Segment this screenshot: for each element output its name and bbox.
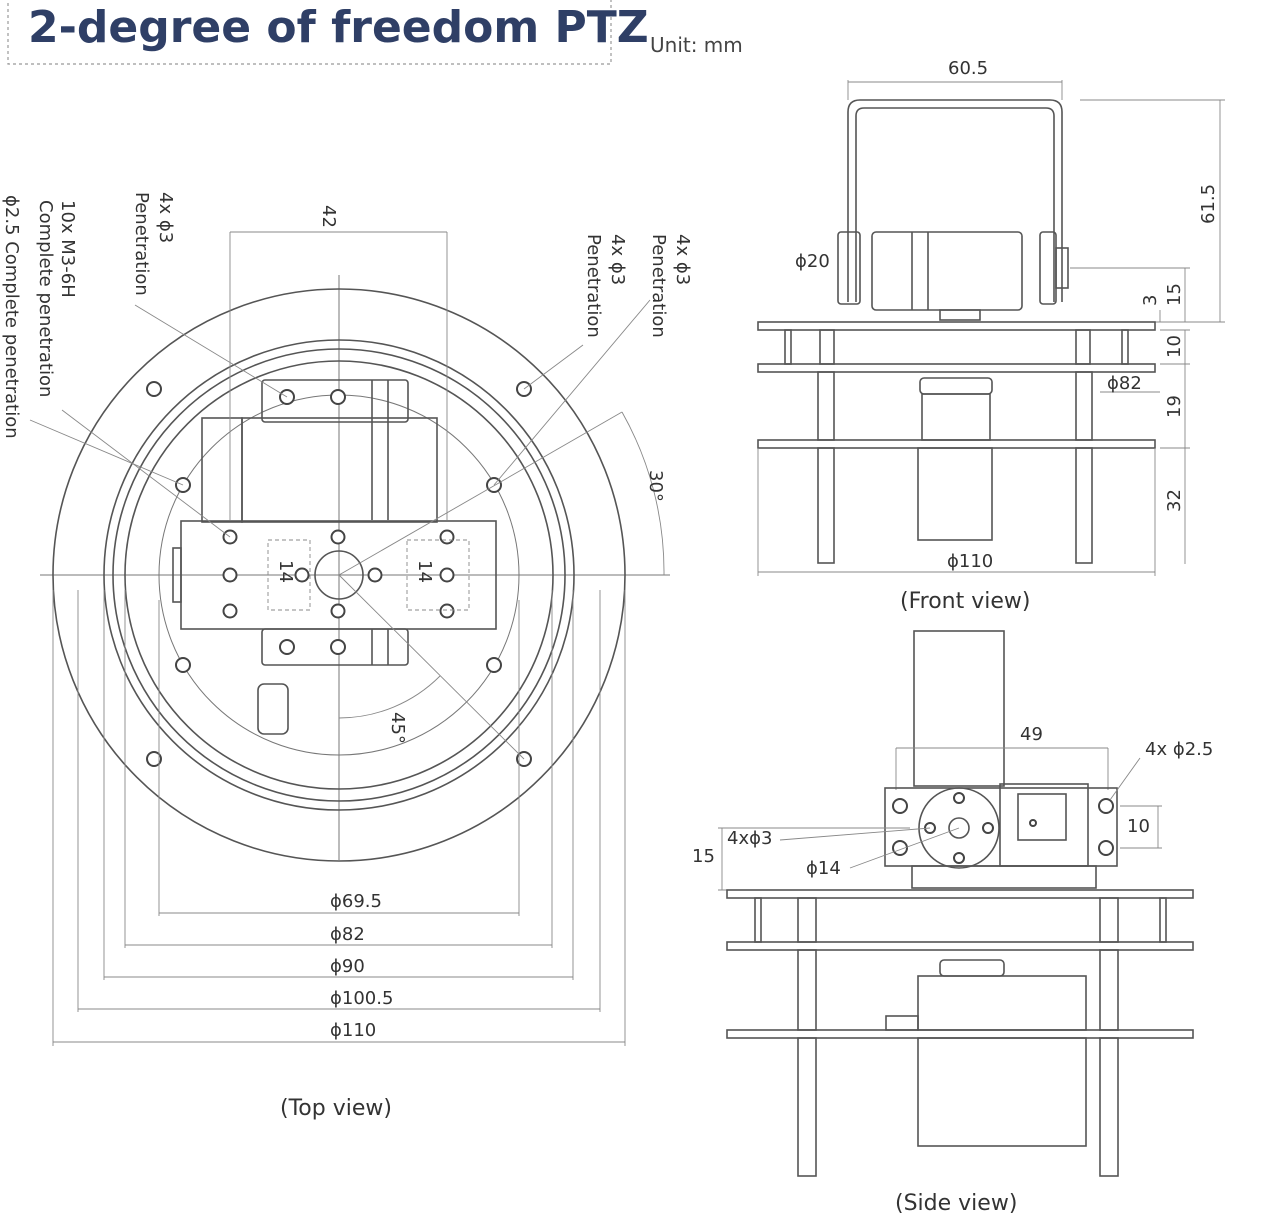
ring-hole	[486, 657, 502, 673]
front-d110: ϕ110	[947, 551, 993, 572]
ring-90	[103, 339, 575, 811]
side-middle-plate	[726, 941, 1194, 951]
plate-hole	[367, 567, 383, 583]
caption-front-view: (Front view)	[900, 589, 1030, 614]
mount-hole	[146, 751, 162, 767]
note-phi2-5: ϕ2.5 Complete penetration	[1, 195, 22, 439]
lower-bracket	[261, 628, 409, 666]
horn-center	[314, 550, 364, 600]
angle-arc-45	[338, 675, 441, 719]
tilt-servo-body	[917, 447, 993, 541]
front-d15: 15	[1164, 283, 1185, 306]
side-d10: 10	[1127, 816, 1150, 837]
note-a5-line2: Penetration	[648, 234, 669, 338]
dia-90: ϕ90	[330, 956, 365, 977]
front-d32: 32	[1164, 489, 1185, 512]
note-a4-line1: 4x ϕ3	[607, 234, 628, 285]
plate-hole	[294, 567, 310, 583]
side-horn	[918, 787, 1000, 869]
upper-bracket	[261, 379, 409, 423]
plate-hole	[439, 567, 455, 583]
side-view: 49 10 4x ϕ2.5 15 4xϕ3 ϕ14	[692, 630, 1213, 1216]
cable-slot	[257, 683, 289, 735]
note-a4-line2: Penetration	[583, 234, 604, 338]
front-d10: 10	[1164, 335, 1185, 358]
unit-label: Unit: mm	[650, 33, 743, 57]
side-tilt-servo-top	[917, 975, 1087, 1031]
dim-14-right: 14	[414, 560, 435, 583]
side-tilt-servo-body	[917, 1037, 1087, 1147]
pan-servo	[871, 231, 1023, 311]
plate-hole	[439, 603, 455, 619]
plate-hole	[222, 603, 238, 619]
angle-45: 45°	[387, 712, 408, 744]
ring-hole	[175, 657, 191, 673]
tilt-servo-top	[921, 393, 991, 441]
note-m3-line2: Complete penetration	[35, 200, 56, 397]
ring-110	[52, 288, 626, 862]
dim-14-left: 14	[275, 560, 296, 583]
caption-top-view: (Top view)	[280, 1096, 392, 1121]
side-bracket-arm	[913, 630, 1005, 787]
dia-69-5: ϕ69.5	[330, 891, 382, 912]
u-bracket	[847, 99, 1063, 302]
dia-82: ϕ82	[330, 924, 365, 945]
bracket-hole	[330, 389, 346, 405]
note-a3-line2: Penetration	[131, 192, 152, 296]
front-d3: 3	[1140, 295, 1161, 306]
ring-82-outer	[112, 348, 566, 802]
bracket-hole	[279, 639, 295, 655]
note-a3-line1: 4x ϕ3	[155, 192, 176, 243]
mount-hole	[146, 381, 162, 397]
plate-hole	[222, 567, 238, 583]
dia-100-5: ϕ100.5	[330, 988, 393, 1009]
front-horn-dia: ϕ20	[795, 251, 830, 272]
horn-left	[837, 231, 861, 305]
bottom-plate	[757, 439, 1156, 449]
note-m3-line1: 10x M3-6H	[57, 200, 78, 298]
dim-42: 42	[318, 205, 339, 228]
title-frame	[7, 0, 612, 65]
front-view: 60.5 ϕ20 61.5 3 15	[757, 58, 1225, 614]
middle-plate	[757, 363, 1156, 373]
front-height: 61.5	[1198, 184, 1219, 224]
top-view: 14 14 42 30° 45° ϕ69.5 ϕ82 ϕ90	[1, 192, 693, 1121]
note-a5-line1: 4x ϕ3	[672, 234, 693, 285]
side-top-plate	[726, 889, 1194, 899]
side-width: 49	[1020, 724, 1043, 745]
dia-110: ϕ110	[330, 1020, 376, 1041]
plate-hole	[330, 603, 346, 619]
side-d15: 15	[692, 846, 715, 867]
servo-side	[201, 417, 243, 523]
page-title: 2-degree of freedom PTZ	[28, 2, 649, 53]
front-d19: 19	[1164, 395, 1185, 418]
ring-82	[124, 360, 554, 790]
side-servo	[999, 783, 1089, 867]
bracket-hole	[330, 639, 346, 655]
side-holes-horn: 4xϕ3	[727, 828, 772, 849]
angle-arc-30	[621, 411, 665, 576]
caption-side-view: (Side view)	[895, 1191, 1017, 1216]
plate-hole	[439, 529, 455, 545]
side-holes-bracket: 4x ϕ2.5	[1145, 739, 1213, 760]
side-horn-dia: ϕ14	[806, 858, 841, 879]
front-width: 60.5	[948, 58, 988, 79]
plate-hole	[330, 529, 346, 545]
top-plate	[757, 321, 1156, 331]
front-d82: ϕ82	[1107, 373, 1142, 394]
side-bottom-plate	[726, 1029, 1194, 1039]
angle-30: 30°	[645, 470, 666, 502]
